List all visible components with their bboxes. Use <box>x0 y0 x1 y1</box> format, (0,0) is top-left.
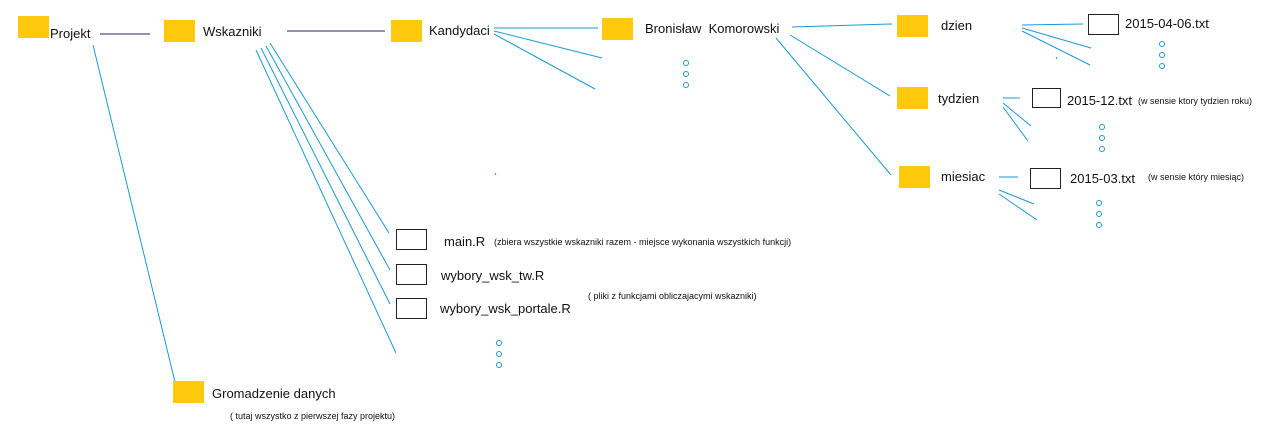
folder-icon-kandydat <box>602 18 633 40</box>
link-dzien-b <box>1021 27 1092 49</box>
folder-icon-projekt <box>18 16 49 38</box>
link-tydzien-b <box>1002 102 1032 127</box>
folder-icon-gromadzenie <box>173 381 204 403</box>
folder-label-kandydaci: Kandydaci <box>429 23 490 38</box>
link-wskazniki-main <box>269 42 390 234</box>
file-icon-wybory-portale <box>396 298 427 319</box>
ellipsis-wskazniki <box>496 340 504 373</box>
file-icon-dzien <box>1088 14 1119 35</box>
file-label-wybory-tw: wybory_wsk_tw.R <box>441 268 545 283</box>
folder-icon-tydzien <box>897 87 928 109</box>
folder-label-dzien: dzien <box>941 18 973 33</box>
file-label-tydzien: 2015-12.txt <box>1067 93 1133 108</box>
stray-mark-1 <box>1055 56 1058 60</box>
file-icon-main <box>396 229 427 250</box>
link-projekt-gromadzenie <box>92 44 176 383</box>
note-main: (zbiera wszystkie wskazniki razem - miej… <box>494 237 792 247</box>
file-label-miesiac: 2015-03.txt <box>1070 171 1136 186</box>
link-wskazniki-portale <box>260 47 391 305</box>
note-gromadzenie: ( tutaj wszystko z pierwszej fazy projek… <box>230 411 396 421</box>
link-kandydaci-c <box>493 33 596 90</box>
link-wskazniki-more <box>255 49 397 354</box>
link-kandydat-miesiac <box>775 37 892 176</box>
link-miesiac-c <box>998 193 1038 221</box>
link-tydzien-c <box>1002 106 1029 142</box>
link-kandydat-tydzien <box>789 34 891 97</box>
link-kandydaci-b <box>493 30 603 59</box>
folder-label-miesiac: miesiac <box>941 169 986 184</box>
file-label-wybory-portale: wybory_wsk_portale.R <box>440 301 571 316</box>
folder-label-tydzien: tydzien <box>938 91 980 106</box>
link-dzien-c <box>1021 30 1091 66</box>
ellipsis-miesiac <box>1096 200 1104 233</box>
ellipsis-tydzien <box>1099 124 1107 157</box>
file-label-dzien: 2015-04-06.txt <box>1125 16 1209 31</box>
note-wybory: ( pliki z funkcjami obliczajacymi wskazn… <box>588 291 757 301</box>
ellipsis-dzien <box>1159 41 1167 74</box>
folder-icon-wskazniki <box>164 20 195 42</box>
folder-icon-kandydaci <box>391 20 422 42</box>
file-icon-miesiac <box>1030 168 1061 189</box>
folder-label-gromadzenie: Gromadzenie danych <box>212 386 336 401</box>
file-label-main: main.R <box>444 234 486 249</box>
folder-label-projekt: Projekt <box>50 26 91 41</box>
link-wskazniki-tw <box>265 45 391 271</box>
link-kandydat-dzien <box>791 23 893 28</box>
folder-label-wskazniki: Wskazniki <box>203 24 262 39</box>
link-dzien-file <box>1021 23 1084 26</box>
file-icon-tydzien <box>1032 88 1061 108</box>
file-icon-wybory-tw <box>396 264 427 285</box>
link-miesiac-b <box>998 189 1035 205</box>
folder-icon-miesiac <box>899 166 930 188</box>
note-tydzien: (w sensie ktory tydzien roku) <box>1138 96 1253 106</box>
folder-icon-dzien <box>897 15 928 37</box>
note-miesiac: (w sensie który miesiąc) <box>1148 172 1245 182</box>
stray-mark-2 <box>494 172 497 176</box>
ellipsis-kandydaci <box>683 60 691 93</box>
folder-label-kandydat: Bronisław Komorowski <box>645 21 780 36</box>
